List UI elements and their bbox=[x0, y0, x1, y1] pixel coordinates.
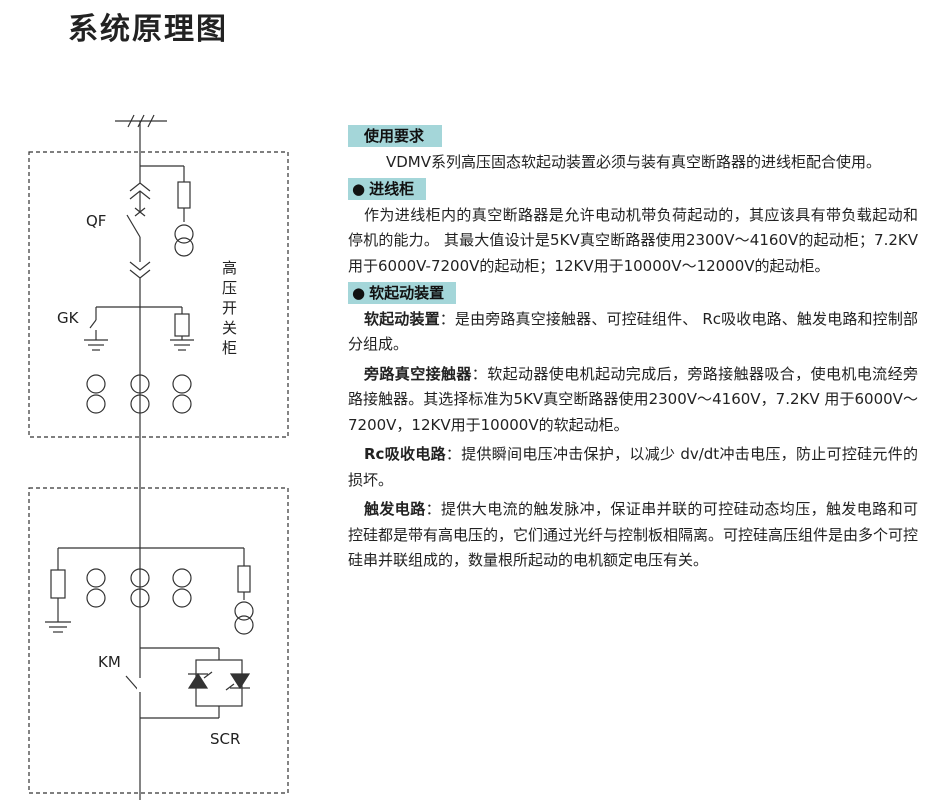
surge-arrester-symbol bbox=[50, 569, 66, 599]
softstart-item: 旁路真空接触器：软起动器使电机起动完成后，旁路接触器吸合，使电机电流经旁路接触器… bbox=[348, 362, 918, 439]
softstart-item: 软起动装置：是由旁路真空接触器、可控硅组件、 Rc吸收电路、触发电路和控制部分组… bbox=[348, 307, 918, 358]
softstart-item: 触发电路：提供大电流的触发脉冲，保证串并联的可控硅动态均压，触发电路和可控硅都是… bbox=[348, 497, 918, 574]
breaker-cross-mark bbox=[134, 207, 146, 217]
description-column: 使用要求 VDMV系列高压固态软起动装置必须与装有真空断路器的进线柜配合使用。 … bbox=[348, 124, 918, 574]
qf-label: QF bbox=[86, 212, 106, 230]
qf-breaker-blade bbox=[126, 214, 141, 238]
current-transformer-symbol bbox=[172, 568, 192, 588]
current-transformer-symbol bbox=[130, 394, 150, 414]
item-text: ：软起动器使电机起动完成后，旁路接触器吸合，使电机电流经旁路接触器。其选择标准为… bbox=[348, 364, 918, 434]
fuse-symbol bbox=[237, 565, 251, 593]
potential-transformer-symbol bbox=[234, 615, 254, 635]
hv-switch-label-char: 高 bbox=[222, 259, 237, 277]
page-title: 系统原理图 bbox=[68, 12, 228, 47]
potential-transformer-symbol bbox=[234, 601, 254, 621]
item-text: ：提供大电流的触发脉冲，保证串并联的可控硅动态均压，触发电路和可控硅都是带有高电… bbox=[348, 500, 919, 569]
incoming-heading-tag: ●进线柜 bbox=[348, 178, 427, 200]
gk-earthing-switch bbox=[89, 319, 97, 329]
current-transformer-symbol bbox=[86, 374, 106, 394]
usage-section: 使用要求 VDMV系列高压固态软起动装置必须与装有真空断路器的进线柜配合使用。 bbox=[348, 124, 918, 175]
hv-switch-label-char: 开 bbox=[222, 299, 237, 317]
item-term: Rc吸收电路 bbox=[364, 445, 446, 463]
bullet-icon: ● bbox=[352, 180, 366, 198]
hv-switch-label-char: 压 bbox=[222, 279, 237, 297]
hv-switch-label-char: 柜 bbox=[222, 339, 237, 357]
plug-contact-symbol bbox=[129, 182, 151, 192]
softstart-heading-tag: ●软起动装置 bbox=[348, 282, 457, 304]
current-transformer-symbol bbox=[172, 374, 192, 394]
system-schematic-diagram: QF GK KM SCR 高 压 开 关 柜 bbox=[28, 114, 289, 800]
incoming-heading: 进线柜 bbox=[369, 180, 415, 198]
plug-contact-symbol bbox=[129, 261, 151, 271]
incoming-text: 作为进线柜内的真空断路器是允许电动机带负荷起动的，其应该具有带负载起动和停机的能… bbox=[348, 205, 918, 275]
softstart-item: Rc吸收电路：提供瞬间电压冲击保护，以减少 dv/dt冲击电压，防止可控硅元件的… bbox=[348, 442, 918, 493]
bullet-icon: ● bbox=[352, 284, 366, 302]
item-term: 旁路真空接触器 bbox=[364, 364, 472, 383]
fuse-symbol bbox=[177, 181, 191, 209]
scr-label: SCR bbox=[210, 730, 240, 748]
three-phase-tick bbox=[127, 114, 135, 128]
softstart-heading: 软起动装置 bbox=[369, 284, 445, 302]
current-transformer-symbol bbox=[130, 374, 150, 394]
item-term: 软起动装置 bbox=[364, 309, 440, 328]
potential-transformer-symbol bbox=[174, 224, 194, 244]
current-transformer-symbol bbox=[130, 588, 150, 608]
item-text: ：是由旁路真空接触器、可控硅组件、 Rc吸收电路、触发电路和控制部分组成。 bbox=[348, 309, 918, 354]
soft-starter-cabinet-box bbox=[28, 487, 289, 794]
three-phase-tick bbox=[147, 114, 155, 128]
current-transformer-symbol bbox=[86, 588, 106, 608]
current-transformer-symbol bbox=[172, 588, 192, 608]
incoming-cabinet-section: ●进线柜 作为进线柜内的真空断路器是允许电动机带负荷起动的，其应该具有带负载起动… bbox=[348, 177, 918, 279]
current-transformer-symbol bbox=[172, 394, 192, 414]
item-text: ：提供瞬间电压冲击保护，以减少 dv/dt冲击电压，防止可控硅元件的损坏。 bbox=[348, 445, 918, 489]
usage-text: VDMV系列高压固态软起动装置必须与装有真空断路器的进线柜配合使用。 bbox=[386, 152, 882, 171]
soft-start-section: ●软起动装置 软起动装置：是由旁路真空接触器、可控硅组件、 Rc吸收电路、触发电… bbox=[348, 281, 918, 574]
surge-arrester-symbol bbox=[174, 313, 190, 337]
thyristor-symbol bbox=[229, 673, 251, 690]
hv-switch-label-char: 关 bbox=[222, 319, 237, 337]
usage-heading: 使用要求 bbox=[348, 125, 443, 147]
three-phase-tick bbox=[137, 114, 145, 128]
plug-contact-symbol bbox=[129, 269, 151, 279]
current-transformer-symbol bbox=[130, 568, 150, 588]
gk-label: GK bbox=[57, 309, 80, 327]
km-label: KM bbox=[98, 653, 121, 671]
thyristor-symbol bbox=[187, 672, 209, 689]
potential-transformer-symbol bbox=[174, 237, 194, 257]
hv-switch-cabinet-box bbox=[28, 151, 289, 438]
current-transformer-symbol bbox=[86, 394, 106, 414]
item-term: 触发电路 bbox=[364, 500, 426, 518]
current-transformer-symbol bbox=[86, 568, 106, 588]
